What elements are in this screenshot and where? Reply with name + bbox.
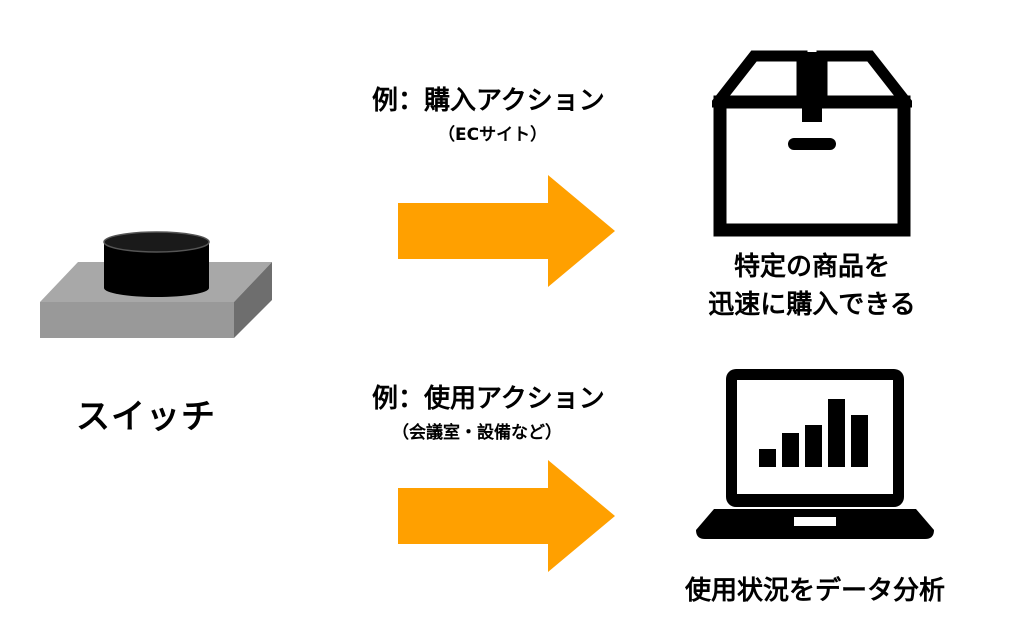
usage-action-label: 例：使用アクション	[372, 384, 605, 414]
purchase-result-line2: 迅速に購入できる	[708, 290, 916, 320]
arrow-right-icon	[398, 460, 615, 572]
cardboard-box-icon	[712, 50, 912, 237]
purchase-result-text: 特定の商品を 迅速に購入できる	[690, 248, 934, 324]
purchase-action-label: 例：購入アクション	[372, 86, 605, 116]
usage-action-sub-label: （会議室・設備など）	[392, 423, 562, 443]
switch-label: スイッチ	[76, 397, 216, 437]
arrow-right-icon	[398, 175, 615, 287]
purchase-result-line1: 特定の商品を	[733, 252, 890, 282]
usage-result-text: 使用状況をデータ分析	[684, 576, 945, 606]
purchase-action-sub-label: （ECサイト）	[438, 125, 548, 145]
push-button-switch-icon	[40, 231, 272, 338]
laptop-bar-chart-icon	[696, 369, 934, 539]
